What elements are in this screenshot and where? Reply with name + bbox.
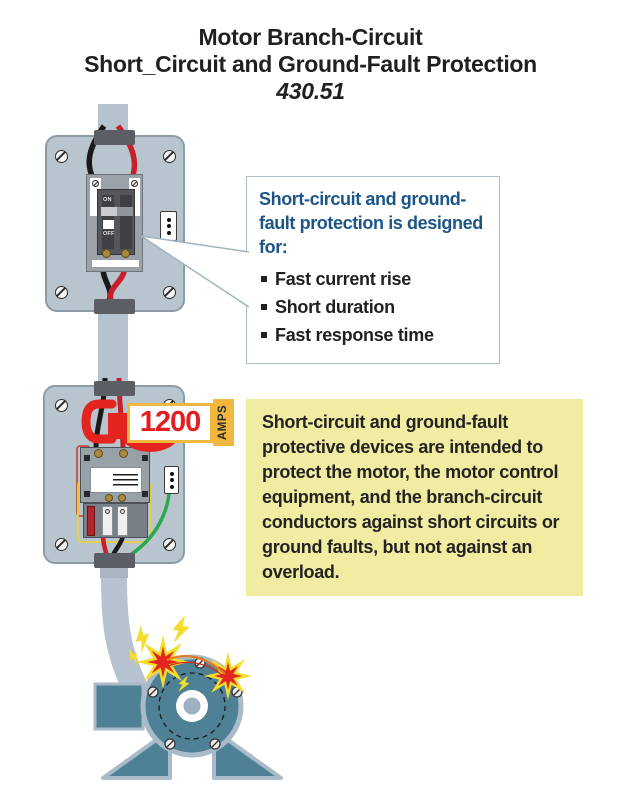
terminal-block — [164, 466, 179, 494]
circuit-breaker: ON OFF — [86, 174, 143, 272]
breaker-on-label: ON — [103, 197, 112, 203]
overload-relay-red-element — [87, 506, 95, 536]
motor-screws — [147, 657, 243, 750]
ammeter-label: 1200 AMPS — [127, 399, 234, 446]
motor-face-dashed-ring — [158, 672, 226, 740]
breaker-pole-right — [120, 195, 132, 249]
overload-relay — [83, 503, 148, 538]
contactor-lug — [105, 494, 113, 502]
motor-foot-right — [212, 728, 283, 780]
breaker-mount-strip-bottom — [91, 259, 140, 268]
breaker-body: ON OFF — [97, 189, 135, 255]
breaker-handle[interactable] — [103, 220, 114, 229]
lightning-bolt-icons — [124, 614, 192, 695]
page-title: Motor Branch-Circuit Short_Circuit and G… — [0, 24, 621, 105]
callout-bullet-list: Fast current rise Short duration Fast re… — [259, 265, 487, 349]
terminal-block — [160, 211, 177, 241]
conduit-curve — [101, 577, 148, 696]
screw-icon — [163, 538, 176, 551]
motor-hub-inner — [183, 697, 201, 715]
conduit-clamp — [94, 130, 135, 145]
note-text: Short-circuit and ground-fault protectiv… — [262, 412, 560, 582]
ammeter-value: 1200 — [127, 402, 213, 443]
motor-body — [140, 654, 244, 758]
title-line-1: Motor Branch-Circuit — [198, 24, 423, 50]
screw-icon — [163, 286, 176, 299]
breaker-off-label: OFF — [103, 231, 115, 237]
title-line-2: Short_Circuit and Ground-Fault Protectio… — [84, 51, 537, 77]
list-item: Fast response time — [259, 321, 487, 349]
breaker-toggle[interactable] — [101, 207, 133, 216]
bullet-text: Fast current rise — [275, 269, 411, 289]
explosion-right-icon — [204, 652, 252, 700]
motor-hub-outer — [176, 690, 208, 722]
contactor-lug — [118, 494, 126, 502]
bullet-square-icon — [261, 276, 267, 282]
motor-junction-box — [93, 682, 145, 731]
conduit-clamp — [94, 381, 135, 396]
contactor-terminal — [142, 455, 148, 461]
screw-icon — [131, 180, 138, 187]
overload-relay-heater — [117, 506, 128, 536]
bullet-text: Fast response time — [275, 325, 434, 345]
list-item: Short duration — [259, 293, 487, 321]
screw-icon — [55, 150, 68, 163]
conduit-middle — [98, 306, 128, 388]
conduit-clamp — [94, 299, 135, 314]
note-box: Short-circuit and ground-fault protectiv… — [246, 399, 583, 596]
contactor-terminal — [142, 491, 148, 497]
contactor-terminal — [84, 455, 90, 461]
bullet-square-icon — [261, 332, 267, 338]
title-code: 430.51 — [276, 78, 345, 104]
motor-foot-left — [101, 728, 172, 780]
overload-relay-heater — [102, 506, 113, 536]
contactor-terminal — [84, 491, 90, 497]
contactor — [80, 447, 150, 503]
callout-heading: Short-circuit and ground-fault protectio… — [259, 189, 483, 257]
breaker-lug — [102, 249, 111, 258]
screw-icon — [55, 538, 68, 551]
screw-icon — [92, 180, 99, 187]
screw-icon — [55, 286, 68, 299]
screw-icon — [55, 399, 68, 412]
breaker-lug — [121, 249, 130, 258]
arc-flash-line-1 — [166, 654, 226, 675]
ammeter-unit: AMPS — [213, 399, 234, 446]
contactor-nameplate — [90, 467, 142, 493]
nameplate-text-lines — [113, 474, 138, 487]
contactor-lug — [119, 449, 128, 458]
callout-box: Short-circuit and ground-fault protectio… — [246, 176, 500, 364]
screw-icon — [163, 150, 176, 163]
bullet-square-icon — [261, 304, 267, 310]
conduit-clamp — [94, 553, 135, 568]
bullet-text: Short duration — [275, 297, 395, 317]
arc-flash-line-2 — [167, 661, 227, 679]
contactor-lug — [94, 449, 103, 458]
explosion-left-icon — [136, 635, 190, 689]
list-item: Fast current rise — [259, 265, 487, 293]
